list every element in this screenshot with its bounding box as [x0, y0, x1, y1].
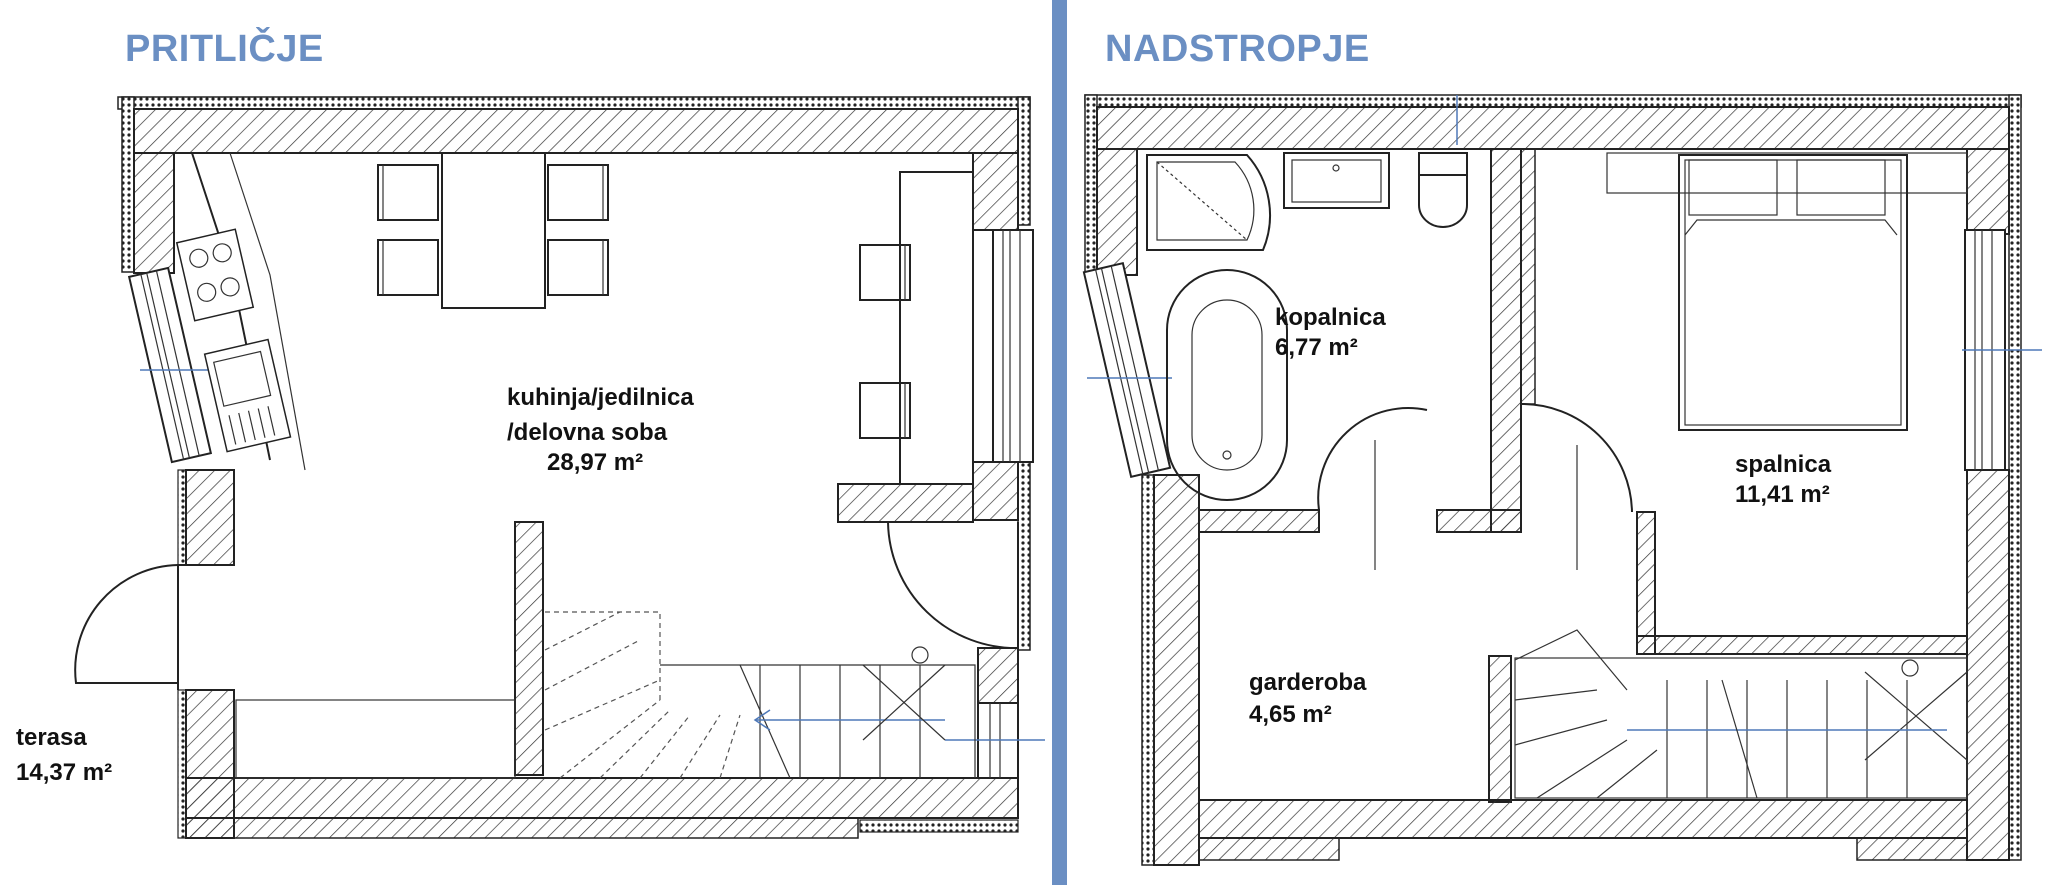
room-area: 28,97 m² [547, 449, 643, 476]
upper-floor-plan: kopalnica 6,77 m² spalnica 11,41 m² gard… [1082, 94, 2042, 866]
room-bedroom-label: spalnica 11,41 m² [1735, 451, 1832, 508]
bathroom-door [1317, 407, 1428, 570]
ground-floor-plan: kuhinja/jedilnica /delovna soba 28,97 m²… [16, 96, 1045, 839]
terrace-door [74, 564, 186, 690]
dining-table [377, 152, 609, 309]
room-kitchen-label: kuhinja/jedilnica /delovna soba 28,97 m² [507, 384, 694, 476]
windows [1082, 95, 2042, 479]
staircase [544, 611, 976, 779]
room-wardrobe-label: garderoba 4,65 m² [1249, 669, 1367, 728]
entrance-door [887, 521, 1019, 650]
room-area: 4,65 m² [1249, 701, 1332, 728]
room-name: terasa [16, 724, 87, 751]
room-name-line-1: kuhinja/jedilnica [507, 384, 694, 411]
upper-floor-title: NADSTROPJE [1105, 28, 1370, 70]
room-bathroom-label: kopalnica 6,77 m² [1275, 304, 1386, 361]
room-area: 6,77 m² [1275, 334, 1358, 361]
ground-floor-title: PRITLIČJE [125, 28, 324, 70]
desk [859, 171, 974, 485]
room-name-line-2: /delovna soba [507, 419, 668, 446]
windows [127, 229, 1045, 779]
insulation-layer [1084, 94, 2022, 866]
staircase [1514, 629, 1968, 799]
room-name: kopalnica [1275, 304, 1386, 331]
insulation-layer [117, 96, 1031, 839]
bedroom-door [1520, 402, 1633, 570]
walls [1096, 106, 2010, 866]
kitchen-counter [175, 152, 306, 471]
room-area: 14,37 m² [16, 759, 112, 786]
room-name: spalnica [1735, 451, 1832, 478]
bathroom-fixtures [1146, 152, 1468, 501]
room-terrace-label: terasa 14,37 m² [16, 724, 112, 786]
walls [133, 108, 1019, 839]
plan-divider [1052, 0, 1067, 885]
bed [1606, 152, 1968, 431]
room-area: 11,41 m² [1735, 481, 1830, 508]
room-name: garderoba [1249, 669, 1367, 696]
lower-counter [235, 699, 516, 779]
